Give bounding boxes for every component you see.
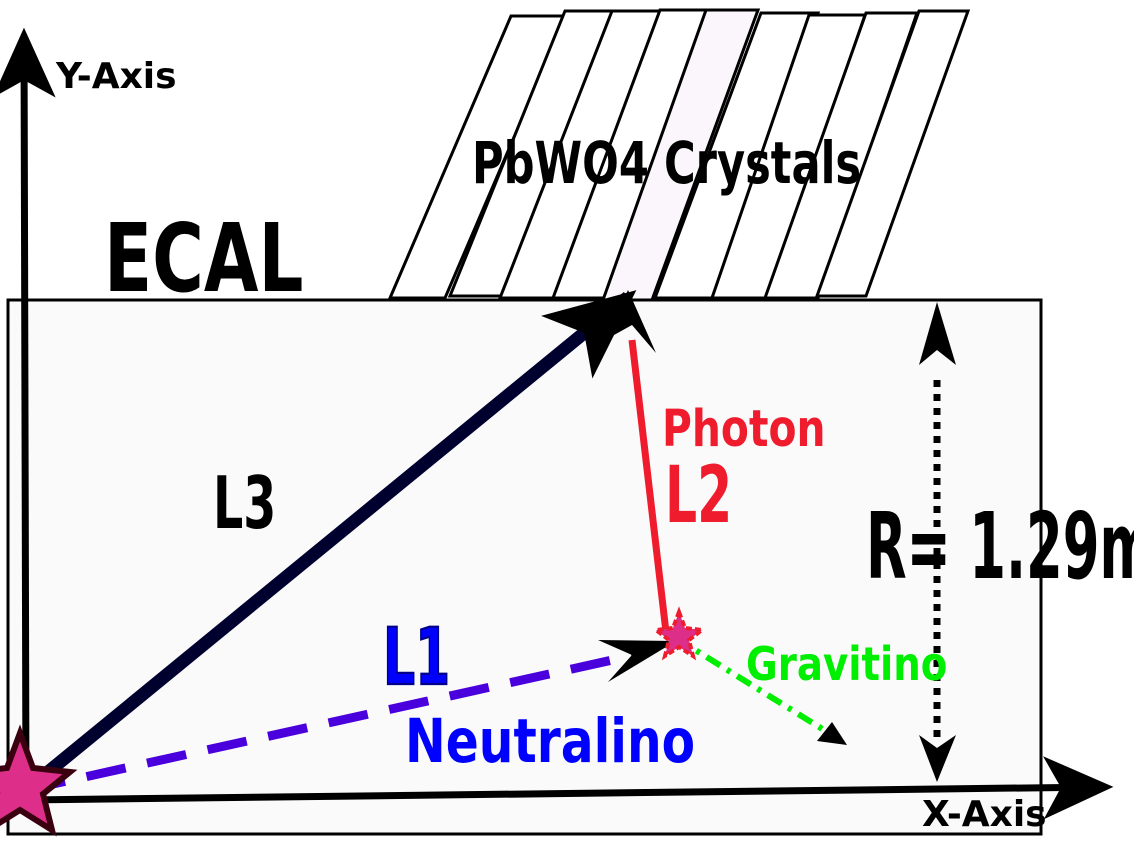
ecal-label: ECAL: [104, 204, 303, 314]
gravitino-arrow-head: [817, 722, 847, 745]
radius-arrow-head-top: [919, 302, 956, 365]
x-axis-label: X-Axis: [922, 794, 1047, 835]
crystal: [652, 11, 821, 300]
crystal: [814, 9, 971, 298]
star-icon: [650, 606, 708, 661]
x-axis-line: [25, 756, 1114, 820]
y-axis-line: [0, 27, 56, 801]
neutralino-track: [25, 650, 636, 795]
l2-label: L2: [665, 449, 732, 541]
neutralino-arrow-head: [598, 640, 676, 682]
l3-label: L3: [213, 462, 276, 546]
crystals-label: PbWO4 Crystals: [472, 130, 861, 198]
neutralino-label: Neutralino: [405, 707, 695, 778]
star-icon: [0, 724, 78, 837]
radius-arrow-head-bottom: [919, 735, 956, 782]
crystal-array: [387, 8, 971, 302]
gravitino-label: Gravitino: [746, 638, 947, 692]
photon-arrow-head: [605, 290, 656, 353]
l1-label: L1: [383, 611, 450, 703]
gravitino-track: [674, 635, 834, 738]
y-axis-label: Y-Axis: [55, 56, 177, 97]
l3-arrow: [21, 290, 637, 796]
radius-label: R= 1.29m: [866, 492, 1134, 600]
photon-label: Photon: [662, 399, 826, 458]
photon-track: [628, 339, 670, 633]
